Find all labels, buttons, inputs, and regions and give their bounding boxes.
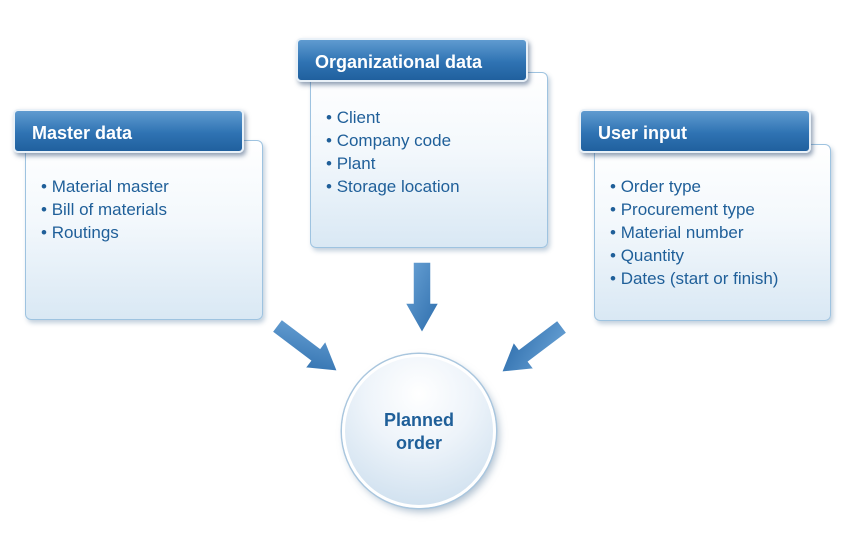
- list-item: Plant: [326, 152, 460, 175]
- list-item: Material number: [610, 221, 778, 244]
- planned-order-label: Planned order: [383, 410, 454, 453]
- master-data-header: Master data: [13, 109, 244, 153]
- list-item: Bill of materials: [41, 198, 169, 221]
- user-input-list: Order type Procurement type Material num…: [610, 175, 779, 290]
- list-item: Routings: [41, 221, 169, 244]
- master-data-panel: Material master Bill of materials Routin…: [25, 140, 263, 320]
- master-data-list: Material master Bill of materials Routin…: [41, 175, 169, 244]
- list-item: Material master: [41, 175, 169, 198]
- list-item: Dates (start or finish): [610, 267, 779, 290]
- user-input-header: User input: [579, 109, 811, 153]
- arrow-down-left-icon: [500, 319, 569, 374]
- planned-order-circle: Planned order: [342, 354, 496, 508]
- list-item: Order type: [610, 175, 778, 198]
- organizational-data-panel: Client Company code Plant Storage locati…: [310, 72, 548, 248]
- list-item: Storage location: [326, 175, 460, 198]
- list-item: Company code: [326, 129, 460, 152]
- organizational-data-header: Organizational data: [296, 38, 528, 82]
- arrow-down-icon: [403, 261, 441, 335]
- list-item: Procurement type: [610, 198, 778, 221]
- list-item: Quantity: [610, 244, 778, 267]
- arrow-down-right-icon: [270, 318, 339, 373]
- organizational-data-list: Client Company code Plant Storage locati…: [326, 106, 460, 198]
- user-input-panel: Order type Procurement type Material num…: [594, 144, 831, 321]
- list-item: Client: [326, 106, 460, 129]
